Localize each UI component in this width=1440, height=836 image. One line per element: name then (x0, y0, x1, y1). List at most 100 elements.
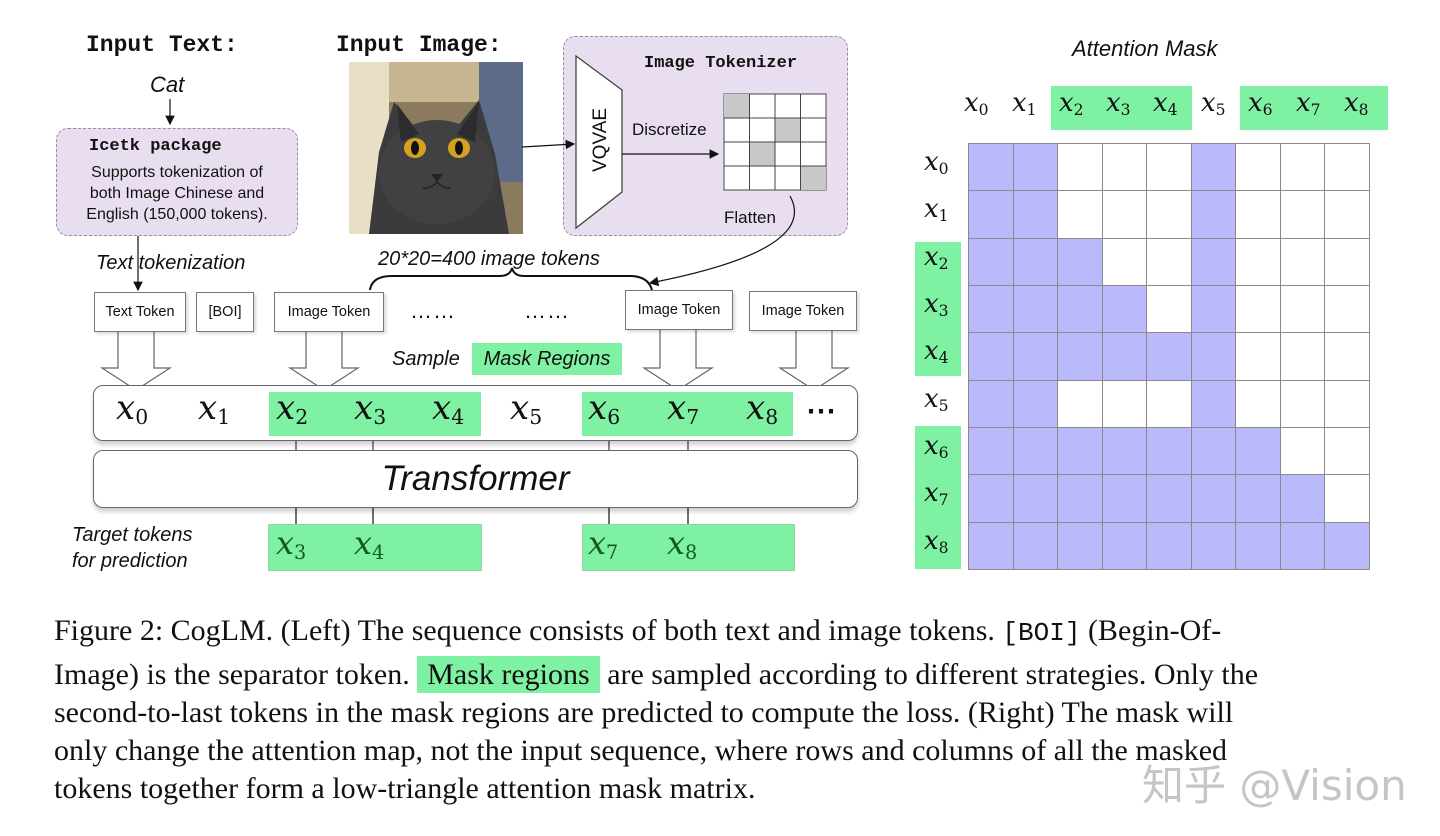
mask-cell (1190, 521, 1237, 570)
input-image-label: Input Image: (336, 32, 502, 58)
mask-cell (1324, 190, 1370, 239)
mask-cell (1235, 521, 1281, 570)
caption-text: (Begin-Of- (1080, 614, 1222, 647)
row-mask-highlight (915, 426, 961, 569)
mask-cell (1235, 332, 1281, 381)
row-mask-highlight (915, 242, 961, 376)
sequence-ellipsis: ⋯ (806, 395, 836, 428)
mask-regions-label: Mask Regions (472, 343, 622, 375)
mask-cell (1146, 427, 1192, 476)
mask-cell (968, 332, 1014, 381)
token-symbol: x1 (198, 388, 231, 430)
sample-label: Sample (392, 348, 460, 370)
mask-cell (1012, 379, 1059, 428)
mask-cell (1057, 332, 1103, 381)
mask-cell (1279, 379, 1326, 428)
mask-cell (968, 379, 1014, 428)
mask-cell (1190, 190, 1237, 239)
mask-cell (1101, 237, 1148, 286)
token-symbol: x0 (116, 388, 149, 430)
mask-cell (968, 521, 1014, 570)
token-symbol: x0 (924, 147, 949, 178)
token-symbol: x3 (276, 524, 307, 564)
mask-cell (1057, 143, 1103, 192)
dots-2: …… (524, 298, 570, 323)
mask-cell (968, 427, 1014, 476)
mask-cell (1146, 285, 1192, 334)
mask-cell (1324, 474, 1370, 523)
mask-cell (1235, 285, 1281, 334)
tokenizer-title: Image Tokenizer (644, 54, 798, 73)
mask-cell (1101, 285, 1148, 334)
mask-cell (1235, 190, 1281, 239)
token-symbol: x6 (1248, 88, 1273, 119)
mask-cell (1235, 474, 1281, 523)
mask-cell (1146, 190, 1192, 239)
image-token-box: Image Token (749, 291, 857, 331)
token-symbol: x3 (924, 289, 949, 320)
token-symbol: x1 (1012, 88, 1037, 119)
cat-image (349, 62, 523, 234)
mask-cell (1012, 285, 1059, 334)
mask-cell (1190, 332, 1237, 381)
icetk-desc-line: both Image Chinese and (89, 185, 265, 202)
mask-cell (1057, 474, 1103, 523)
token-symbol: x4 (354, 524, 385, 564)
mask-cell (1101, 521, 1148, 570)
mask-cell (1101, 332, 1148, 381)
col-mask-highlight (1240, 86, 1388, 130)
transformer-box: Transformer (93, 450, 858, 508)
icetk-description: Supports tokenization of both Image Chin… (57, 162, 297, 225)
mask-cell (1324, 521, 1370, 570)
image-tokens-count-label: 20*20=400 image tokens (378, 248, 600, 270)
token-symbol: x3 (1106, 88, 1131, 119)
target-label-line: Target tokens (72, 524, 193, 546)
mask-cell (1324, 285, 1370, 334)
mask-cell (968, 237, 1014, 286)
icetk-title: Icetk package (89, 137, 222, 156)
mask-region-highlight (582, 392, 793, 436)
mask-cell (1012, 190, 1059, 239)
mask-cell (1012, 427, 1059, 476)
mask-cell (1146, 379, 1192, 428)
icetk-box: Icetk package Supports tokenization of b… (56, 128, 298, 236)
token-symbol: x5 (510, 388, 543, 430)
mask-cell (1101, 190, 1148, 239)
mask-cell (1190, 474, 1237, 523)
token-symbol: x4 (924, 336, 949, 368)
caption-line: only change the attention map, not the i… (54, 734, 1228, 767)
caption-text: are sampled according to different strat… (599, 658, 1259, 691)
caption-line: tokens together form a low-triangle atte… (54, 772, 756, 805)
vqvae-trapezoid (575, 54, 623, 230)
image-token-box: Image Token (625, 290, 733, 330)
mask-cell (1146, 474, 1192, 523)
mask-cell (1146, 237, 1192, 286)
flatten-label: Flatten (724, 208, 776, 227)
token-symbol: x7 (924, 478, 949, 510)
watermark: 知乎 @Vision (1142, 761, 1407, 810)
mask-cell (1012, 332, 1059, 381)
mask-cell (1235, 237, 1281, 286)
mask-cell (1279, 190, 1326, 239)
attention-mask-grid (968, 143, 1370, 570)
mask-cell (1057, 427, 1103, 476)
mask-cell (1057, 237, 1103, 286)
caption-line: Figure 2: CogLM. (Left) The sequence con… (54, 612, 1404, 652)
mask-cell (1324, 143, 1370, 192)
mask-cell (968, 190, 1014, 239)
icetk-desc-line: English (150,000 tokens). (86, 206, 268, 223)
connector-arrows (99, 99, 851, 538)
mask-cell (1057, 379, 1103, 428)
mask-cell (1101, 143, 1148, 192)
mask-cell (1279, 143, 1326, 192)
attention-mask-title: Attention Mask (1072, 36, 1218, 61)
caption-mask-regions-highlight: Mask regions (417, 656, 600, 693)
token-symbol: x4 (1153, 88, 1178, 119)
mask-cell (1279, 427, 1326, 476)
token-symbol: x8 (746, 388, 779, 430)
token-symbol: x8 (924, 525, 949, 557)
target-label-line: for prediction (72, 550, 188, 572)
caption-line: Image) is the separator token. Mask regi… (54, 656, 1404, 694)
mask-cell (1190, 143, 1237, 192)
text-tokenization-label: Text tokenization (96, 252, 246, 274)
